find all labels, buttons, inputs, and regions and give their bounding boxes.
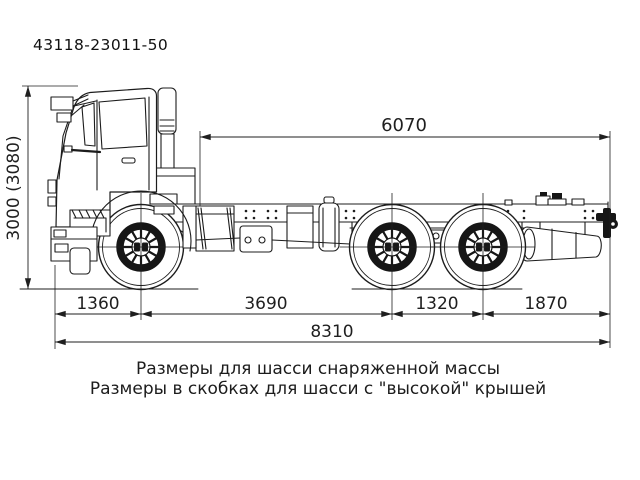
- main-mirror: [50, 96, 74, 111]
- dim-label-6070: 6070: [381, 115, 427, 136]
- door-handle: [121, 157, 136, 164]
- headlight: [53, 229, 67, 238]
- extension-lines: [22, 85, 611, 349]
- cab-step-lower: [153, 205, 175, 215]
- wide-angle-mirror: [56, 112, 72, 123]
- dim-label-8310: 8310: [310, 322, 353, 342]
- door-window: [98, 97, 148, 150]
- dim-label-1320: 1320: [415, 294, 458, 314]
- front-bumper: [50, 226, 98, 275]
- rear-muffler: [518, 221, 602, 262]
- fog-light: [54, 243, 69, 253]
- front-fender-arch: [90, 190, 192, 252]
- dim-label-3690: 3690: [244, 294, 287, 314]
- quarter-window: [81, 102, 96, 147]
- note-line-1: Размеры для шасси снаряженной массы: [135, 359, 501, 379]
- drawing-notes: Размеры для шасси снаряженной массы Разм…: [0, 359, 636, 399]
- cab-step-upper: [149, 193, 178, 205]
- dim-label-1870: 1870: [524, 294, 567, 314]
- dim-label-1360: 1360: [76, 294, 119, 314]
- air-intake-snorkel: [157, 87, 177, 135]
- tow-hitch: [596, 208, 618, 238]
- dimension-annotations: 6070 3000 (3080) 1360 3690 1320 1870 831…: [4, 85, 611, 349]
- dim-label-height: 3000 (3080): [4, 135, 24, 240]
- wiper-arm: [70, 148, 102, 154]
- note-line-2: Размеры в скобках для шасси с "высокой" …: [89, 379, 547, 399]
- model-number-title: 43118-23011-50: [33, 36, 169, 54]
- front-marker-light: [47, 179, 57, 194]
- bumper-step: [69, 247, 91, 275]
- cab: [47, 87, 158, 237]
- transfer-case: [239, 225, 273, 253]
- truck-side-view: [19, 87, 618, 290]
